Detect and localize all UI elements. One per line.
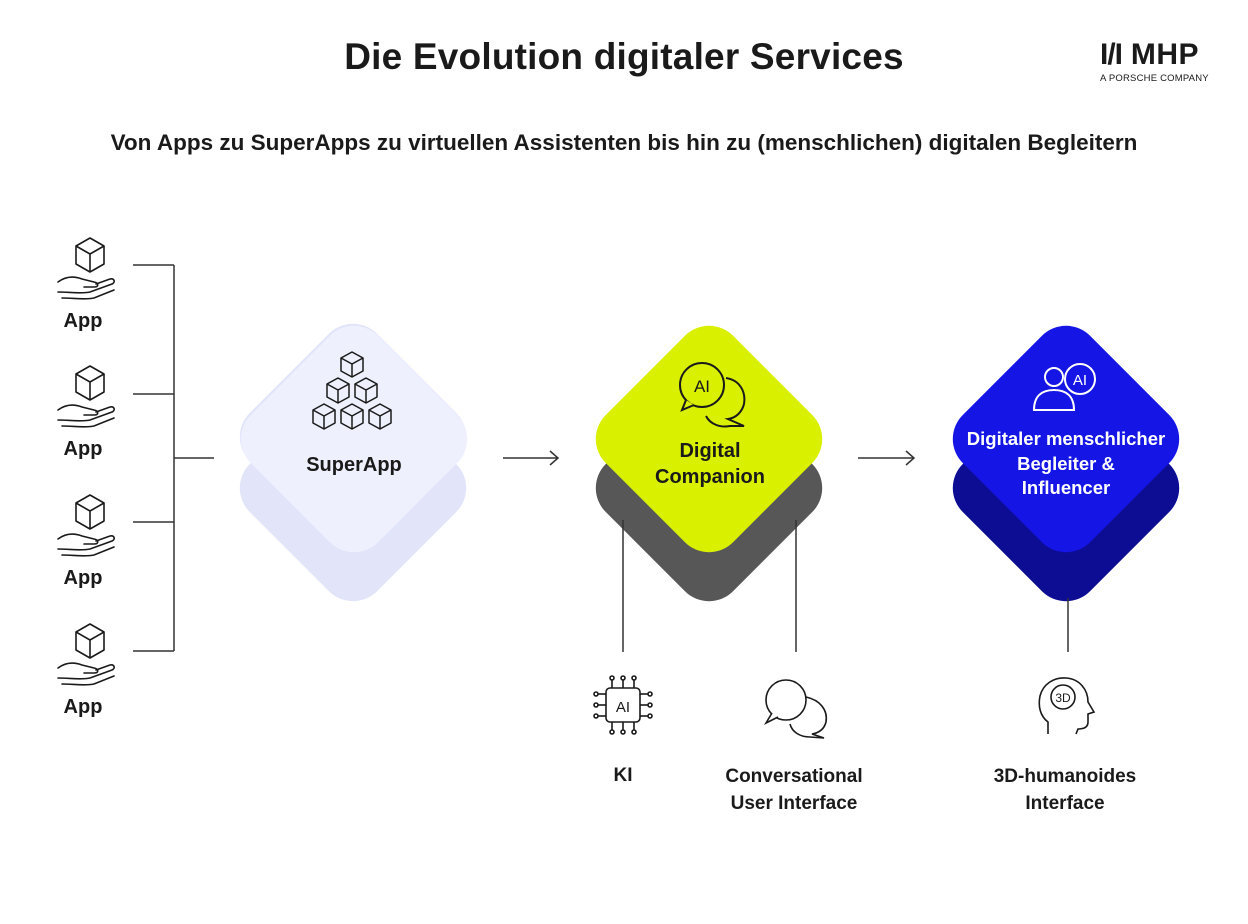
cube-in-hand-icon (57, 494, 115, 557)
app-label: App (63, 696, 103, 718)
page-subtitle: Von Apps zu SuperApps zu virtuellen Assi… (110, 130, 1138, 155)
arrow-to-human (858, 450, 916, 466)
3d-head-icon: 3D (1038, 677, 1096, 735)
ai-chat-bubbles-icon: AI (679, 362, 746, 428)
cui-label: Conversational User Interface (694, 763, 894, 817)
human-label-line3: Influencer (1021, 477, 1111, 498)
app-label: App (63, 567, 103, 589)
svg-text:AI: AI (616, 699, 630, 716)
svg-text:AI: AI (694, 377, 710, 396)
mhp-logo: I/I MHP A PORSCHE COMPANY (1100, 40, 1210, 90)
companion-label-line2: Companion (655, 466, 765, 488)
humanoid-label-line2: Interface (1025, 793, 1105, 814)
cui-label-line2: User Interface (730, 793, 858, 814)
page-title: Die Evolution digitaler Services (344, 36, 904, 77)
companion-diamond (595, 325, 823, 602)
human-diamond-face (952, 325, 1180, 553)
companion-diamond-face (595, 325, 823, 553)
cube-in-hand-icon (57, 237, 115, 300)
superapp-diamond (239, 323, 468, 602)
cube-in-hand-icon (57, 365, 115, 428)
ki-label: KI (613, 765, 633, 786)
ai-chip-icon: AI (593, 675, 653, 735)
human-label-line1: Digitaler menschlicher (966, 428, 1166, 449)
human-diamond (952, 325, 1180, 602)
human-label: Digitaler menschlicher Begleiter & Influ… (946, 427, 1186, 501)
superapp-diamond-face (240, 325, 468, 553)
logo-mark: I/I MHP (1100, 38, 1200, 71)
humanoid-label-line1: 3D-humanoides (993, 766, 1137, 787)
cube-in-hand-icon (57, 623, 115, 686)
logo-text: MHP (1130, 38, 1200, 71)
app-label: App (63, 310, 103, 332)
superapp-label: SuperApp (306, 454, 402, 476)
feature-connectors (622, 520, 1069, 652)
logo-tagline: A PORSCHE COMPANY (1100, 73, 1209, 84)
app-bracket (133, 264, 214, 652)
arrow-to-companion (503, 450, 560, 466)
person-ai-icon: AI (1032, 363, 1096, 411)
cui-label-line1: Conversational (725, 766, 863, 787)
human-label-line2: Begleiter & (1017, 452, 1115, 474)
svg-text:3D: 3D (1055, 691, 1071, 705)
chat-bubbles-icon (763, 679, 828, 739)
companion-label-line1: Digital (679, 440, 741, 462)
app-label: App (63, 438, 103, 460)
svg-text:AI: AI (1073, 372, 1087, 389)
companion-label: Digital Companion (610, 438, 810, 490)
humanoid-label: 3D-humanoides Interface (965, 763, 1165, 817)
